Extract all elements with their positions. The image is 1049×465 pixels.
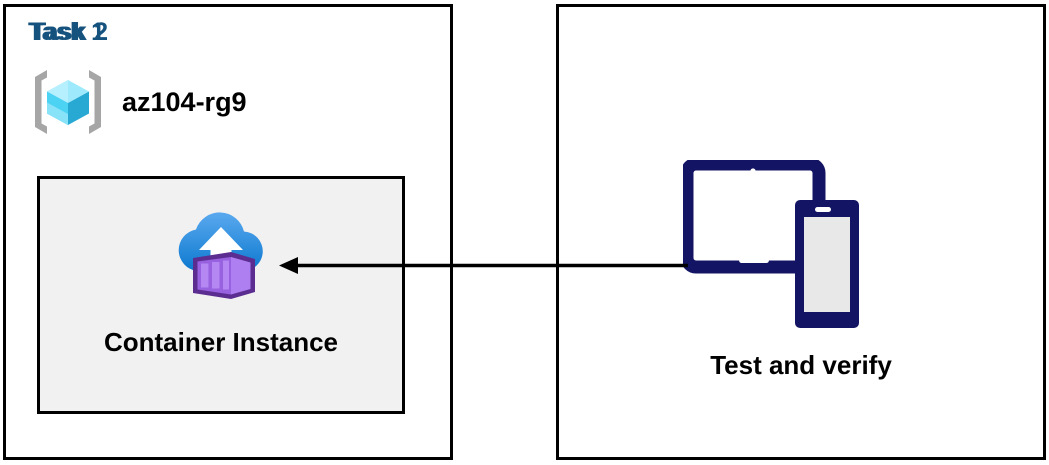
resource-group-row: az104-rg9 [30, 62, 320, 142]
panel-title-task-1: Task 1 [28, 18, 106, 46]
azure-resource-group-icon [35, 70, 101, 134]
tablet-and-phone-icon [683, 160, 859, 328]
test-and-verify-label: Test and verify [710, 350, 892, 380]
resource-group-label: az104-rg9 [122, 86, 247, 117]
arrow-task2-to-container-instance [279, 257, 688, 274]
azure-container-instance-icon [178, 212, 263, 299]
panel-title-task-2: Task 2 [31, 18, 109, 46]
container-instance-card: Container Instance [37, 176, 405, 414]
container-instance-label: Container Instance [103, 327, 339, 357]
